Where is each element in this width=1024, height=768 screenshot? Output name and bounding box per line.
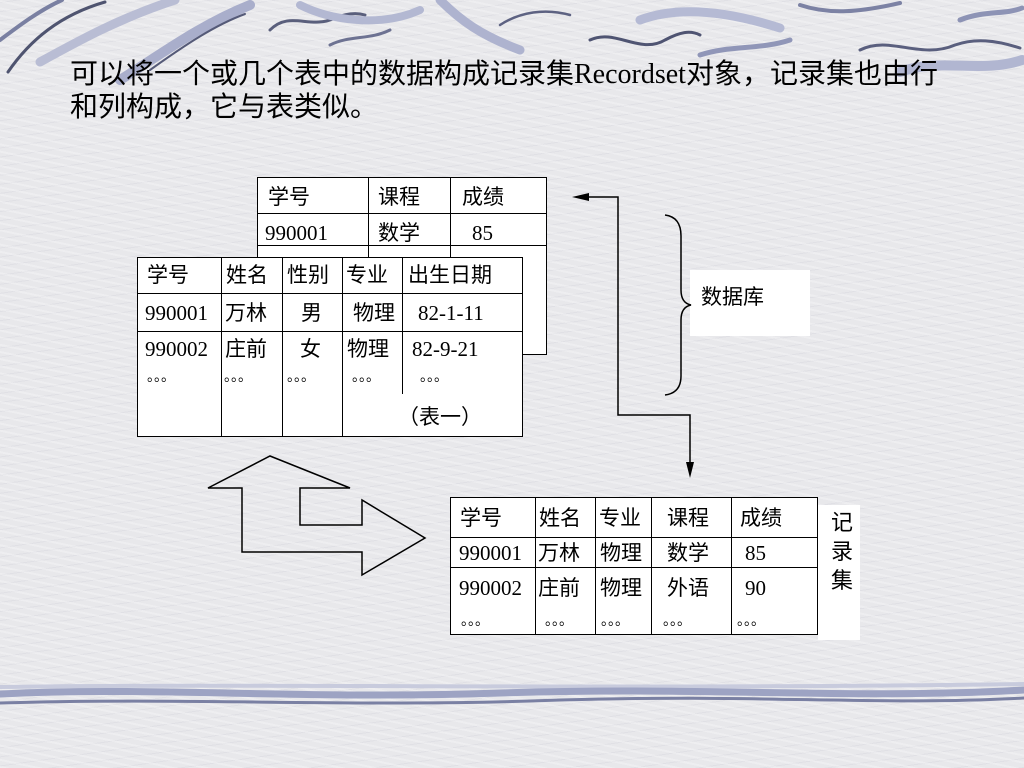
table-grid-line — [731, 498, 732, 634]
header-cell: 成绩 — [740, 506, 782, 530]
table-cell: 82-1-11 — [418, 301, 484, 325]
table-cell: 万林 — [225, 301, 267, 325]
continuation-dots: 。。。 — [224, 370, 252, 385]
header-cell: 学号 — [268, 185, 310, 209]
database-label-box: 数据库 — [690, 270, 810, 336]
table-cell: 男 — [301, 301, 322, 325]
table-cell: 庄前 — [538, 576, 580, 600]
table-cell: 女 — [300, 337, 321, 361]
continuation-dots: 。。。 — [545, 614, 573, 629]
header-cell: 学号 — [147, 263, 189, 287]
slide-text-line-1: 可以将一个或几个表中的数据构成记录集Recordset对象，记录集也由行 — [70, 59, 938, 90]
table-caption: （表一） — [398, 405, 482, 429]
table-cell: 85 — [472, 221, 493, 245]
slide-text-line-2: 和列构成，它与表类似。 — [70, 92, 379, 123]
continuation-dots: 。。。 — [420, 370, 448, 385]
table-cell: 物理 — [347, 337, 389, 361]
header-cell: 性别 — [287, 263, 329, 287]
recordset-label-box: 记录集 — [818, 505, 860, 640]
table-grid-line — [282, 258, 283, 436]
table-grid-line — [595, 498, 596, 634]
continuation-dots: 。。。 — [663, 614, 691, 629]
header-cell: 课程 — [378, 185, 420, 209]
table-cell: 990002 — [459, 576, 522, 600]
table-grid-line — [138, 293, 522, 294]
table-grid-line — [221, 258, 222, 436]
header-cell: 课程 — [667, 506, 709, 530]
header-cell: 出生日期 — [408, 263, 492, 287]
student-table: 学号 姓名 性别 专业 出生日期 990001 万林 男 物理 82-1-11 … — [137, 257, 523, 437]
table-cell: 外语 — [667, 576, 709, 600]
table-cell: 990001 — [145, 301, 208, 325]
continuation-dots: 。。。 — [352, 370, 380, 385]
table-cell: 90 — [745, 576, 766, 600]
header-cell: 成绩 — [462, 185, 504, 209]
header-cell: 专业 — [346, 263, 388, 287]
table-cell: 990001 — [265, 221, 328, 245]
recordset-table: 学号 姓名 专业 课程 成绩 990001 万林 物理 数学 85 990002… — [450, 497, 818, 635]
table-grid-line — [535, 498, 536, 634]
continuation-dots: 。。。 — [601, 614, 629, 629]
table-cell: 物理 — [600, 576, 642, 600]
table-grid-line — [138, 331, 522, 332]
header-cell: 学号 — [460, 506, 502, 530]
table-cell: 庄前 — [225, 337, 267, 361]
table-cell: 990002 — [145, 337, 208, 361]
table-cell: 85 — [745, 541, 766, 565]
database-label: 数据库 — [701, 285, 764, 309]
table-cell: 82-9-21 — [412, 337, 479, 361]
table-grid-line — [651, 498, 652, 634]
continuation-dots: 。。。 — [147, 370, 175, 385]
table-grid-line — [402, 258, 403, 394]
table-cell: 数学 — [667, 541, 709, 565]
recordset-label: 记录集 — [831, 510, 854, 593]
table-grid-line — [342, 258, 343, 436]
continuation-dots: 。。。 — [287, 370, 315, 385]
table-grid-line — [258, 245, 546, 246]
table-cell: 990001 — [459, 541, 522, 565]
header-cell: 姓名 — [226, 263, 268, 287]
table-cell: 万林 — [538, 541, 580, 565]
continuation-dots: 。。。 — [737, 614, 765, 629]
continuation-dots: 。。。 — [461, 614, 489, 629]
table-cell: 数学 — [378, 221, 420, 245]
table-grid-line — [258, 213, 546, 214]
table-grid-line — [451, 567, 817, 568]
header-cell: 姓名 — [539, 506, 581, 530]
table-cell: 物理 — [353, 301, 395, 325]
table-cell: 物理 — [600, 541, 642, 565]
header-cell: 专业 — [599, 506, 641, 530]
table-grid-line — [451, 537, 817, 538]
